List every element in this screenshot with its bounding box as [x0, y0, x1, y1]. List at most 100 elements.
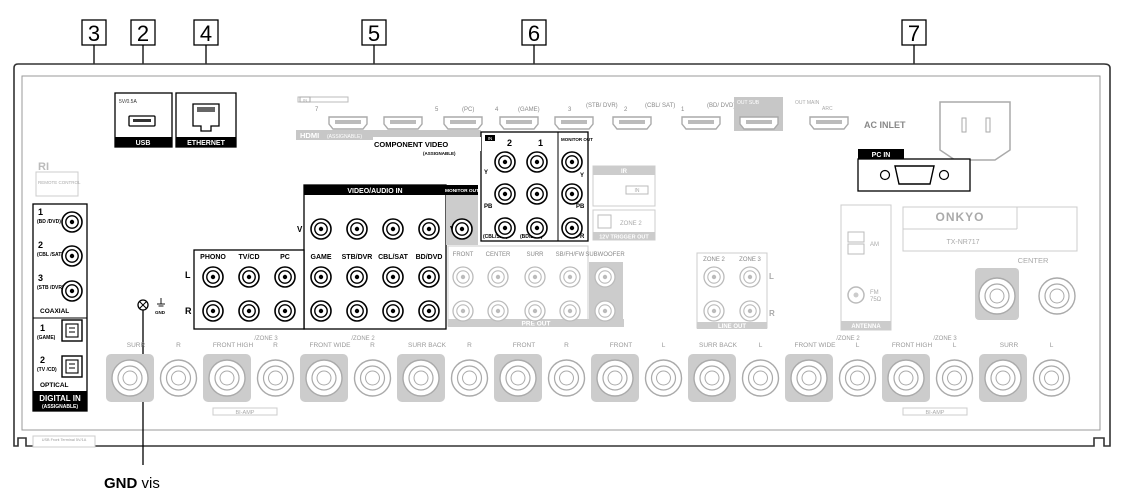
- audio-r-jack-7[interactable]: [418, 300, 440, 322]
- component-jack-r2-c3[interactable]: [561, 183, 583, 205]
- center-terminal-minus[interactable]: [1038, 277, 1076, 315]
- speaker-label-8: R: [467, 342, 472, 349]
- speaker-terminal-5[interactable]: [305, 359, 343, 397]
- speaker-terminal-18[interactable]: [935, 359, 974, 397]
- component-jack-r2-c1[interactable]: [494, 183, 516, 205]
- speaker-label-11: FRONT: [610, 342, 632, 349]
- pre-out-r-jack-3[interactable]: [524, 300, 546, 322]
- audio-r-jack-6[interactable]: [382, 300, 404, 322]
- coaxial-jacks: [61, 211, 83, 302]
- callout-number: 2: [137, 21, 149, 46]
- speaker-label-6: R: [370, 342, 375, 349]
- line-out-l-jack-2[interactable]: [739, 266, 761, 288]
- speaker-terminal-4[interactable]: [256, 359, 295, 397]
- speaker-terminal-10[interactable]: [547, 359, 586, 397]
- speaker-label-2: R: [176, 342, 181, 349]
- vga-port-icon[interactable]: [894, 165, 935, 185]
- pc-in-port: PC IN: [857, 149, 971, 192]
- speaker-terminal-2[interactable]: [159, 359, 198, 397]
- component-jack-r2-c2[interactable]: [526, 183, 548, 205]
- component-video-jacks: [494, 151, 583, 239]
- hdmi-arc-label: ARC: [822, 106, 833, 112]
- ri-label: RI: [38, 161, 49, 173]
- pre-out-l-jack-3[interactable]: [524, 266, 546, 288]
- video-jack-1[interactable]: [310, 218, 332, 240]
- speaker-terminal-14[interactable]: [741, 359, 780, 397]
- pre-out-r-jack-2[interactable]: [487, 300, 509, 322]
- audio-r-jack-1[interactable]: [202, 300, 224, 322]
- speaker-terminal-6[interactable]: [353, 359, 392, 397]
- speaker-terminal-7[interactable]: [402, 359, 440, 397]
- speaker-terminal-16[interactable]: [838, 359, 877, 397]
- speaker-terminal-15[interactable]: [790, 359, 828, 397]
- monitor-out-video-jack[interactable]: [451, 218, 473, 240]
- antenna-am-label: AM: [870, 242, 879, 248]
- coaxial-3-name: (STB /DVR): [37, 285, 64, 291]
- audio-l-jack-6[interactable]: [382, 266, 404, 288]
- optical-jacks: [61, 319, 83, 378]
- hdmi-in-4-num: 4: [495, 107, 499, 113]
- subwoofer-jack-1[interactable]: [594, 266, 616, 288]
- pre-out-l-jack-1[interactable]: [452, 266, 474, 288]
- audio-l-jack-3[interactable]: [274, 266, 296, 288]
- hdmi-in-3-num: 3: [568, 107, 572, 113]
- pre-out-front: FRONT: [453, 252, 474, 258]
- speaker-terminal-1[interactable]: [111, 359, 149, 397]
- video-audio-in-label: VIDEO/AUDIO IN: [347, 188, 402, 195]
- component-jack-r1-c3[interactable]: [561, 151, 583, 173]
- component-jack-r1-c2[interactable]: [526, 151, 548, 173]
- speaker-terminal-9[interactable]: [499, 359, 537, 397]
- speaker-terminal-12[interactable]: [644, 359, 683, 397]
- video-jack-2[interactable]: [346, 218, 368, 240]
- audio-l-jack-2[interactable]: [238, 266, 260, 288]
- pre-out-l-jack-4[interactable]: [559, 266, 581, 288]
- hdmi-in-5-num: 5: [435, 107, 439, 113]
- audio-r-jack-2[interactable]: [238, 300, 260, 322]
- pre-out-r-jack-1[interactable]: [452, 300, 474, 322]
- pre-out-label: PRE OUT: [522, 321, 551, 328]
- audio-r-jack-5[interactable]: [346, 300, 368, 322]
- speaker-terminal-19[interactable]: [984, 359, 1022, 397]
- component-jack-r3-c2[interactable]: [526, 217, 548, 239]
- nameplate: ONKYO TX-NR717 CENTER: [902, 206, 1078, 265]
- line-out-l-jack-1[interactable]: [703, 266, 725, 288]
- speaker-terminal-3[interactable]: [208, 359, 246, 397]
- coaxial-jack-3[interactable]: [61, 280, 83, 302]
- speaker-terminal-8[interactable]: [450, 359, 489, 397]
- speaker-terminal-13[interactable]: [693, 359, 731, 397]
- center-speaker-label: CENTER: [1018, 256, 1049, 265]
- audio-l-jack-7[interactable]: [418, 266, 440, 288]
- gnd-caption: GND vis: [104, 475, 160, 492]
- audio-r-jack-4[interactable]: [310, 300, 332, 322]
- component-jack-r3-c3[interactable]: [561, 217, 583, 239]
- video-jack-4[interactable]: [418, 218, 440, 240]
- speaker-terminal-17[interactable]: [887, 359, 925, 397]
- component-jack-r3-c1[interactable]: [494, 217, 516, 239]
- hdmi-in-2-name: (CBL/ SAT): [645, 103, 675, 109]
- optical-jack-1[interactable]: [61, 319, 83, 342]
- pre-out-r-jack-4[interactable]: [559, 300, 581, 322]
- ir-section: IR IN: [592, 165, 656, 207]
- center-terminal-plus[interactable]: [978, 277, 1016, 315]
- audio-r-jack-3[interactable]: [274, 300, 296, 322]
- line-out-r-jack-2[interactable]: [739, 300, 761, 322]
- callout-number: 3: [88, 21, 100, 46]
- component-jack-r1-c1[interactable]: [494, 151, 516, 173]
- subwoofer-jack-2[interactable]: [594, 300, 616, 322]
- line-out-zone2: ZONE 2: [703, 257, 725, 263]
- pre-out-l-jack-2[interactable]: [487, 266, 509, 288]
- video-jack-3[interactable]: [382, 218, 404, 240]
- ac-inlet-socket[interactable]: [939, 101, 1011, 161]
- ri-section: RI REMOTE CONTROL: [35, 161, 81, 197]
- speaker-label-5: FRONT WIDE: [309, 342, 351, 349]
- brand-logo: ONKYO: [935, 210, 984, 224]
- audio-l-jack-5[interactable]: [346, 266, 368, 288]
- optical-jack-2[interactable]: [61, 355, 83, 378]
- coaxial-jack-2[interactable]: [61, 245, 83, 267]
- audio-l-jack-4[interactable]: [310, 266, 332, 288]
- coaxial-jack-1[interactable]: [61, 211, 83, 233]
- line-out-r-jack-1[interactable]: [703, 300, 725, 322]
- speaker-terminal-11[interactable]: [596, 359, 634, 397]
- audio-l-jack-1[interactable]: [202, 266, 224, 288]
- speaker-terminal-20[interactable]: [1032, 359, 1071, 397]
